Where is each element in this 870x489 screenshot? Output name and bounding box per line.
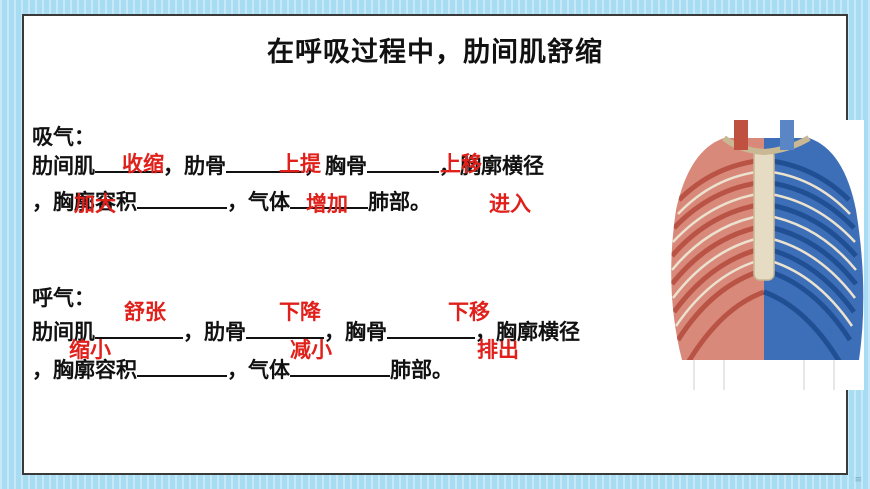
text-segment: ，胸骨 <box>324 320 387 344</box>
exhale-line-1: 肋间肌 ，肋骨 ，胸骨 ，胸廓横径 <box>32 316 580 346</box>
answer-inhale-thorax: 加大 <box>74 192 116 216</box>
answer-exhale-rib: 下降 <box>279 300 321 324</box>
answer-exhale-thorax: 缩小 <box>69 338 111 362</box>
blank-line <box>137 356 227 377</box>
corner-mark: ≡ <box>854 475 862 485</box>
text-segment: ，胸廓容积 <box>32 190 137 214</box>
answer-inhale-sternum: 上移 <box>440 152 482 176</box>
answer-inhale-volume: 增加 <box>306 192 348 216</box>
blank-line <box>387 318 475 339</box>
inhale-heading: 吸气： <box>32 125 95 149</box>
answer-inhale-muscle: 收缩 <box>122 152 164 176</box>
text-segment: ，胸廓容积 <box>32 358 137 382</box>
text-segment: 肋间肌 <box>32 320 95 344</box>
exhale-heading: 呼气： <box>32 286 95 310</box>
blank-line <box>137 188 227 209</box>
slide-card: 在呼吸过程中，肋间肌舒缩 吸气： 肋间肌 ，肋骨 ，胸骨 ，胸廓横径 ，胸廓容积 ，气体… <box>22 14 864 475</box>
answer-exhale-sternum: 下移 <box>448 300 490 324</box>
text-segment: ，胸骨 <box>304 154 367 178</box>
inhale-line-1: 肋间肌 ，肋骨 ，胸骨 ，胸廓横径 <box>32 150 544 180</box>
blank-line <box>246 318 324 339</box>
text-segment: 肺部。 <box>390 358 453 382</box>
slide-title: 在呼吸过程中，肋间肌舒缩 <box>267 37 603 68</box>
blank-line <box>367 152 439 173</box>
answer-inhale-gas: 进入 <box>489 192 531 216</box>
text-segment: ，胸廓横径 <box>439 154 544 178</box>
blank-line <box>290 356 390 377</box>
text-segment: ，胸廓横径 <box>475 320 580 344</box>
text-segment: ，气体 <box>227 190 290 214</box>
text-segment: ，气体 <box>227 358 290 382</box>
blank-line <box>290 188 368 209</box>
text-segment: 肋间肌 <box>32 154 95 178</box>
answer-inhale-rib: 上提 <box>279 152 321 176</box>
blank-line <box>95 318 183 339</box>
text-segment: ，肋骨 <box>183 320 246 344</box>
ribcage-illustration <box>664 120 864 390</box>
blank-line <box>95 152 163 173</box>
answer-exhale-muscle: 舒张 <box>124 300 166 324</box>
exhale-line-2: ，胸廓容积 ，气体 肺部。 <box>32 354 453 384</box>
blank-line <box>226 152 304 173</box>
text-segment: ，肋骨 <box>163 154 226 178</box>
text-segment: 肺部。 <box>368 190 431 214</box>
inhale-line-2: ，胸廓容积 ，气体 肺部。 <box>32 186 431 216</box>
answer-exhale-volume: 减小 <box>290 338 332 362</box>
answer-exhale-gas: 排出 <box>477 338 519 362</box>
